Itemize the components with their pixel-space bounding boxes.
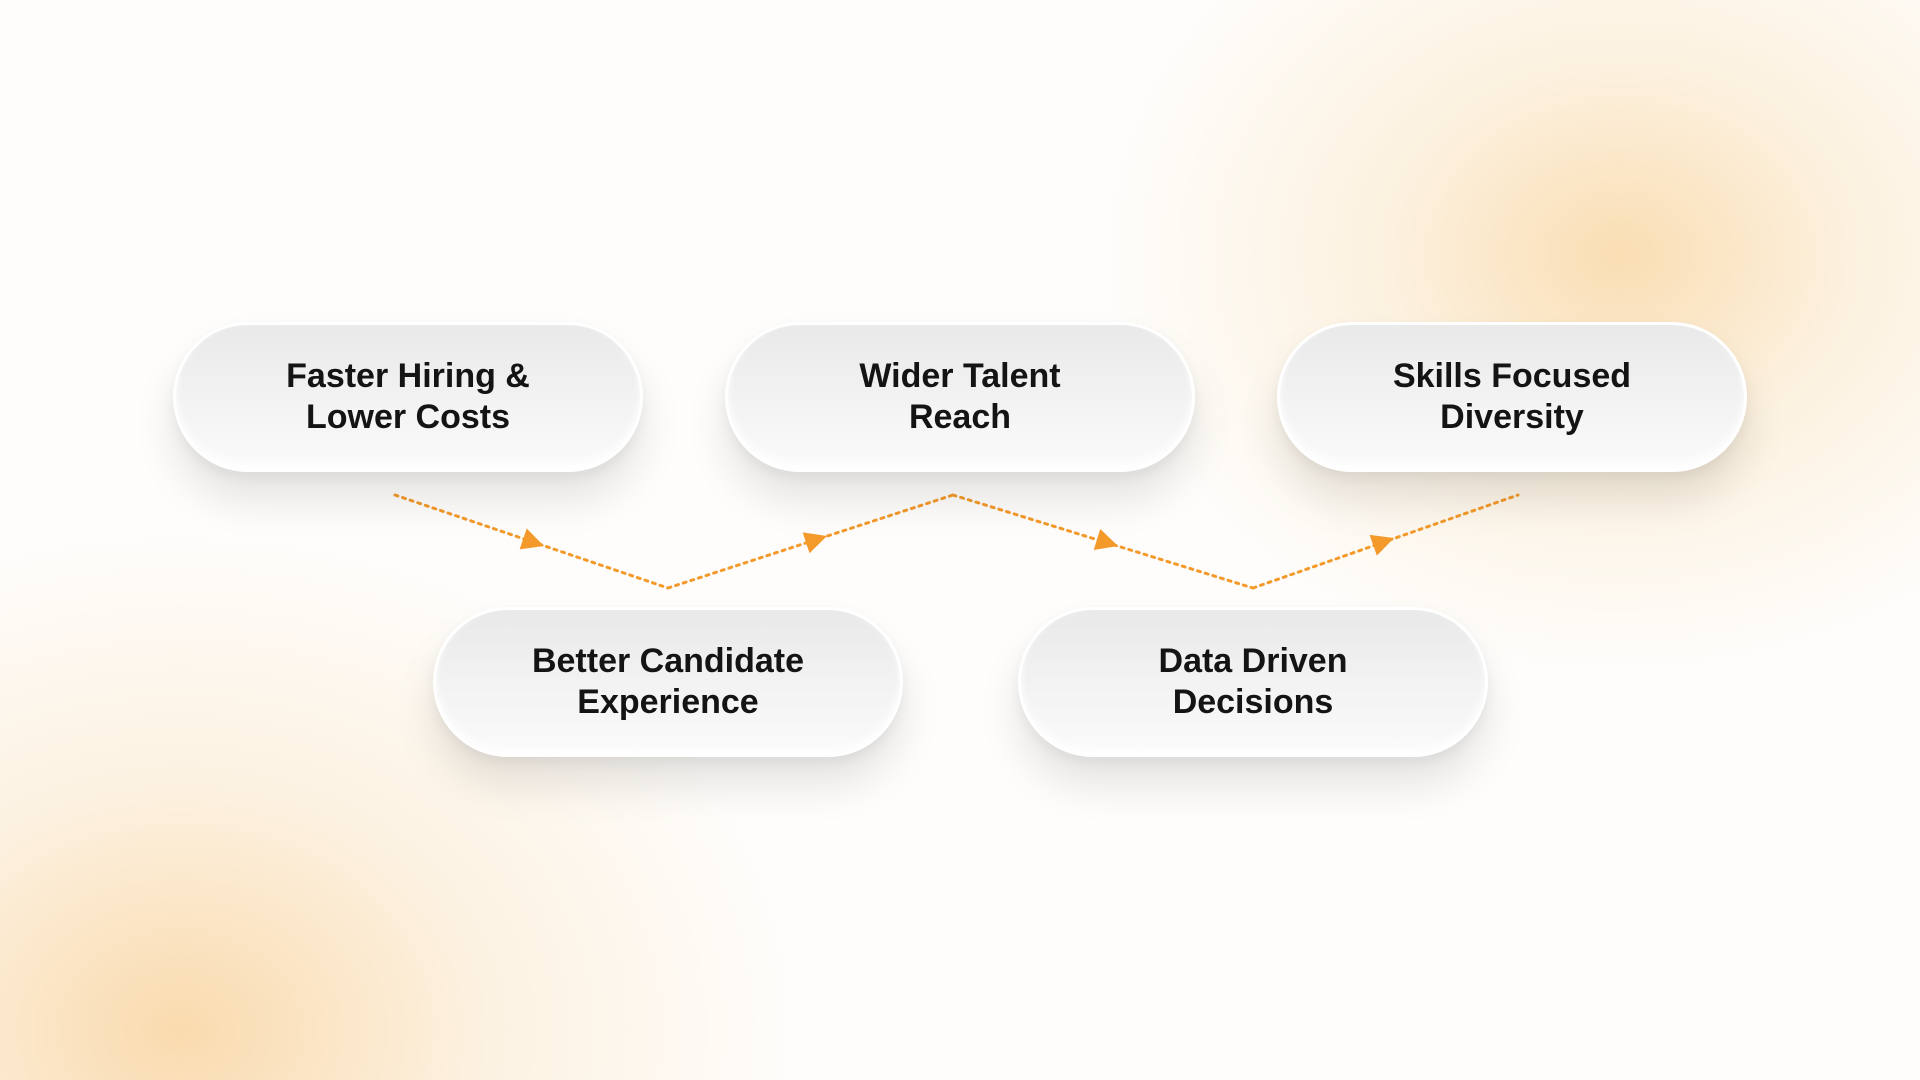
step-data-driven-decisions: Data Driven Decisions xyxy=(1018,607,1488,757)
connector-4-to-5 xyxy=(1251,493,1520,590)
arrow-head-icon xyxy=(1369,534,1394,556)
step-wider-talent-reach: Wider Talent Reach xyxy=(725,322,1195,472)
step-label-line-1: Better Candidate xyxy=(531,642,805,680)
step-label-line-2: Lower Costs xyxy=(305,398,511,436)
step-label-line-2: Decisions xyxy=(1172,683,1334,721)
step-label-line-1: Faster Hiring & xyxy=(286,357,530,395)
step-better-candidate-experience: Better Candidate Experience xyxy=(433,607,903,757)
step-label-line-1: Skills Focused xyxy=(1392,357,1632,395)
connector-line xyxy=(666,493,955,590)
connector-1-to-2 xyxy=(393,493,670,590)
step-label: Skills Focused Diversity xyxy=(1312,356,1712,438)
arrow-head-icon xyxy=(802,532,827,554)
step-faster-hiring-lower-costs: Faster Hiring & Lower Costs xyxy=(173,322,643,472)
step-label-line-1: Data Driven xyxy=(1158,642,1348,680)
arrow-head-icon xyxy=(519,528,544,550)
step-label: Better Candidate Experience xyxy=(468,641,868,723)
step-skills-focused-diversity: Skills Focused Diversity xyxy=(1277,322,1747,472)
step-label-line-2: Experience xyxy=(577,683,759,721)
step-label-line-2: Reach xyxy=(908,398,1012,436)
arrow-head-icon xyxy=(1093,528,1118,551)
step-label: Wider Talent Reach xyxy=(760,356,1160,438)
connector-3-to-4 xyxy=(951,493,1255,590)
connector-line xyxy=(951,493,1255,590)
step-label: Data Driven Decisions xyxy=(1053,641,1453,723)
step-label-line-1: Wider Talent xyxy=(859,357,1061,395)
connector-2-to-3 xyxy=(666,493,955,590)
step-label-line-2: Diversity xyxy=(1440,398,1584,436)
step-label: Faster Hiring & Lower Costs xyxy=(208,356,608,438)
